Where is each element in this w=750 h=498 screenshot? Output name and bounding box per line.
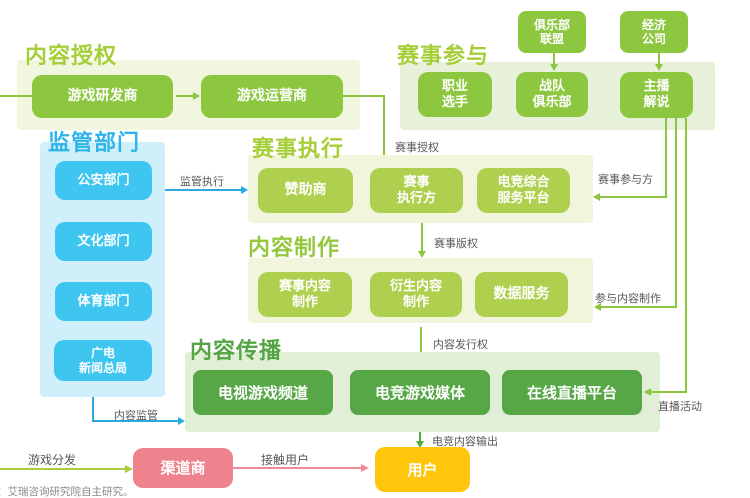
line-agency-down [658, 53, 660, 65]
section-title-content-production: 内容制作 [248, 236, 341, 261]
line-operator-down [383, 95, 385, 158]
line-live-activity-left [651, 391, 687, 393]
edge-label-content-publish: 内容发行权 [433, 338, 488, 351]
section-title-content-auth: 内容授权 [25, 44, 118, 69]
line-alliance-down [553, 53, 555, 65]
node-team-clubs: 战队 俱乐部 [516, 72, 588, 117]
line-content-publish [420, 327, 422, 355]
line-event-copyright [421, 223, 423, 252]
node-user: 用户 [375, 447, 470, 492]
node-agency-company: 经济 公司 [620, 11, 688, 53]
section-title-event-participation: 赛事参与 [397, 44, 490, 69]
node-tv-game-channel: 电视游戏频道 [193, 370, 333, 415]
arrowhead-event-copyright [418, 251, 426, 258]
line-game-distribution [0, 468, 125, 470]
arrowhead-game-distribution [125, 465, 133, 473]
node-sports-dept: 体育部门 [55, 282, 152, 321]
arrowhead-supervise-exec [241, 186, 248, 194]
arrowhead-join-production [594, 303, 601, 311]
arrowhead-reach-users [361, 464, 369, 472]
arrowhead-dev-to-operator [193, 92, 200, 100]
line-join-production-down [675, 118, 677, 308]
edge-label-esports-output: 电竞内容输出 [432, 435, 498, 448]
node-derivative-content-production: 衍生内容 制作 [370, 272, 462, 317]
line-reach-users [233, 467, 361, 469]
node-channel-distributor: 渠道商 [133, 448, 233, 488]
node-esports-service-platform: 电竞综合 服务平台 [477, 168, 570, 213]
line-content-supervise-right [92, 420, 178, 422]
edge-label-reach-users: 接触用户 [261, 453, 310, 467]
node-public-security: 公安部门 [55, 161, 152, 200]
edge-label-event-copyright: 赛事版权 [434, 237, 478, 250]
node-game-operator: 游戏运营商 [201, 75, 343, 118]
edge-label-content-supervise: 内容监管 [114, 409, 158, 422]
edge-label-join-production: 参与内容制作 [595, 292, 661, 305]
line-participant-left [600, 196, 667, 198]
arrowhead-esports-output [416, 441, 424, 448]
node-pro-players: 职业 选手 [418, 72, 492, 117]
edge-label-participant: 赛事参与方 [598, 173, 653, 186]
source-note: ：艾瑞咨询研究院自主研究。 [0, 486, 134, 498]
section-title-regulators: 监管部门 [48, 131, 141, 156]
node-online-live-platform: 在线直播平台 [502, 370, 642, 415]
arrowhead-agency-down [655, 64, 663, 71]
node-sponsors: 赞助商 [258, 168, 353, 213]
arrowhead-participant [593, 193, 600, 201]
line-left-stub [0, 95, 32, 97]
line-content-supervise-down [92, 397, 94, 422]
node-culture-dept: 文化部门 [55, 222, 152, 261]
node-event-content-production: 赛事内容 制作 [258, 272, 352, 317]
arrowhead-live-activity [644, 388, 651, 396]
edge-label-game-distribution: 游戏分发 [28, 453, 77, 467]
section-title-content-distribution: 内容传播 [190, 339, 283, 364]
line-join-production-left [601, 306, 677, 308]
section-title-event-execution: 赛事执行 [252, 137, 345, 162]
line-supervise-exec [165, 189, 242, 191]
line-live-activity-down [685, 118, 687, 393]
arrowhead-content-supervise [178, 417, 185, 425]
node-radio-tv-bureau: 广电 新闻总局 [54, 340, 152, 381]
node-event-executor: 赛事 执行方 [370, 168, 463, 213]
node-esports-game-media: 电竞游戏媒体 [350, 370, 490, 415]
line-esports-output [419, 432, 421, 442]
edge-label-supervise-exec: 监管执行 [180, 175, 224, 188]
node-streamer-casters: 主播 解说 [620, 72, 693, 118]
line-participant-down [665, 118, 667, 198]
arrow-dev-to-operator [176, 95, 193, 97]
edge-label-event-auth: 赛事授权 [395, 141, 439, 154]
node-club-alliance: 俱乐部 联盟 [518, 11, 586, 53]
line-operator-right [343, 95, 385, 97]
node-data-services: 数据服务 [475, 272, 568, 317]
node-game-developer: 游戏研发商 [32, 75, 173, 118]
edge-label-live-activity: 直播活动 [658, 400, 702, 413]
arrowhead-alliance-down [550, 64, 558, 71]
